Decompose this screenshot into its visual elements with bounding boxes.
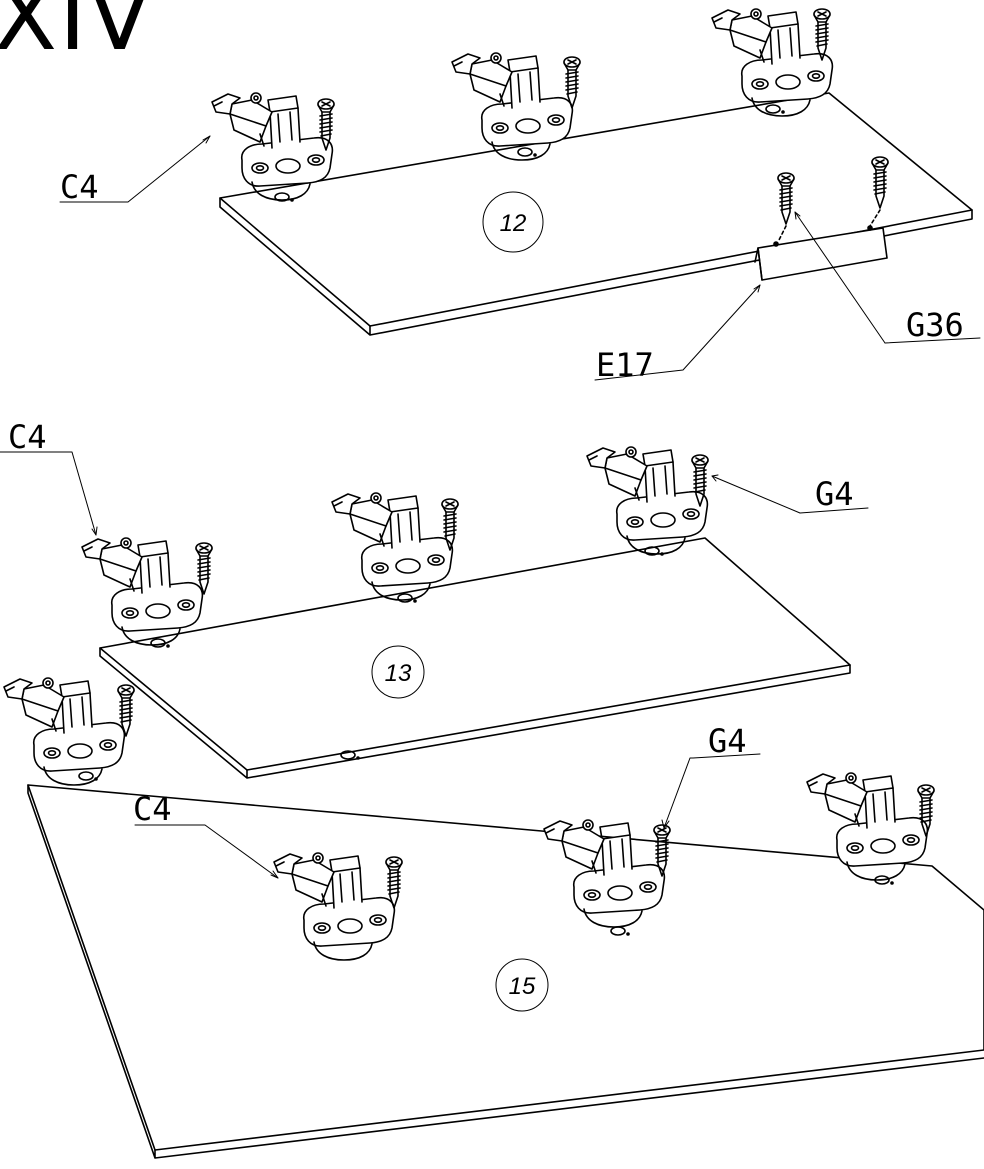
panel-12-assembly: 12 xyxy=(59,8,981,381)
screw xyxy=(813,8,831,61)
panel-13-assembly: 13 xyxy=(0,446,869,779)
callout-g36: G36 xyxy=(906,306,964,344)
panel-12-number: 12 xyxy=(500,210,527,237)
callout-c4-top: C4 xyxy=(60,168,99,206)
callout-e17: E17 xyxy=(596,346,654,384)
handle-profile-e17 xyxy=(754,225,888,281)
hinge-c4 xyxy=(331,492,454,601)
panel-15-number: 15 xyxy=(509,973,536,1000)
callout-c4-bot: C4 xyxy=(133,790,172,828)
step-number-title: XIV xyxy=(0,0,154,71)
panel-15 xyxy=(27,784,984,1151)
panel-15-number-circle xyxy=(495,958,549,1012)
callout-g4-bot: G4 xyxy=(708,722,747,760)
panel-13-number: 13 xyxy=(385,660,412,687)
panel-15-assembly: 15 xyxy=(3,677,984,1159)
hinge-c4 xyxy=(586,446,709,555)
callout-c4-mid: C4 xyxy=(8,418,47,456)
callout-g4-mid: G4 xyxy=(815,475,854,513)
panel-12-number-circle xyxy=(482,191,544,253)
hinge-c4 xyxy=(81,537,204,646)
panel-13-number-circle xyxy=(371,645,425,699)
hinge-c4 xyxy=(3,677,126,786)
